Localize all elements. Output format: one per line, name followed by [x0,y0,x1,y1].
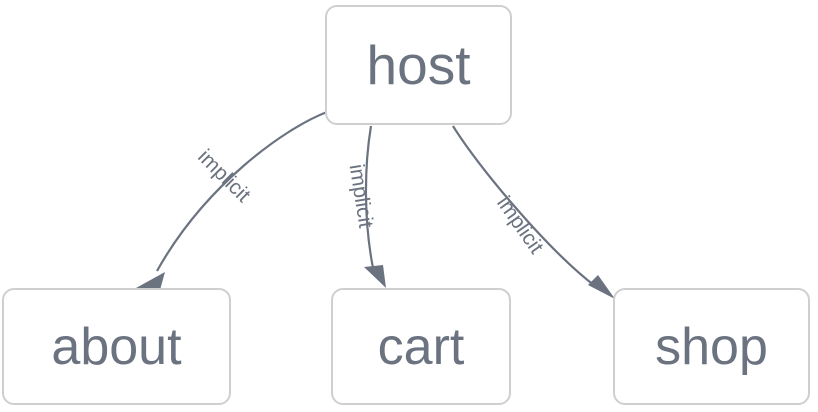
edge-host-cart[interactable] [364,125,386,288]
edge-host-cart-arrowhead [364,265,386,288]
edge-host-about-path [156,110,328,272]
edge-host-shop-path [452,125,596,287]
node-cart-label: cart [377,317,465,376]
node-about-label: about [51,317,182,376]
edge-host-about[interactable] [136,110,328,290]
node-host-label: host [366,33,471,96]
node-about[interactable]: about [2,288,231,405]
node-shop[interactable]: shop [613,288,810,405]
edge-host-shop[interactable] [452,125,615,299]
edge-host-shop-arrowhead [588,275,615,299]
node-host[interactable]: host [325,5,512,125]
node-cart[interactable]: cart [331,288,511,405]
node-shop-label: shop [655,317,768,376]
edge-host-about-arrowhead [136,272,165,290]
edge-host-cart-path [364,125,375,269]
